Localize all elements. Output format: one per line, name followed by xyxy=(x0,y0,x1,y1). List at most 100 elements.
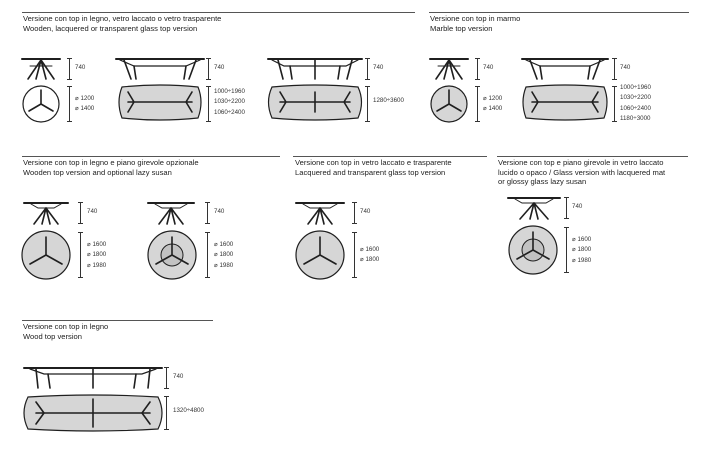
diameter-label: ⌀ 1980 xyxy=(572,256,592,264)
diameter-label: ⌀ 1980 xyxy=(87,261,107,269)
diameter-labels: ⌀ 1200 ⌀ 1400 xyxy=(75,94,94,115)
height-label: 740 xyxy=(214,64,225,71)
height-dimension xyxy=(612,58,617,80)
section-title-en: or glossy glass lazy susan xyxy=(498,177,587,186)
section-title-en: Wooden top version and optional lazy sus… xyxy=(23,167,172,177)
section-title-en: Marble top version xyxy=(430,23,493,33)
height-label: 740 xyxy=(620,64,631,71)
elevation-round-small xyxy=(21,58,61,80)
height-label: 740 xyxy=(483,64,494,71)
elevation-wood-lazy-susan xyxy=(147,202,195,225)
diameter-label: ⌀ 1980 xyxy=(214,261,234,269)
diameter-label: ⌀ 1400 xyxy=(75,105,95,113)
section-title-it: Versione con top e piano girevole in vet… xyxy=(498,158,664,167)
plan-oval-mid xyxy=(118,84,202,121)
plan-wood-round xyxy=(21,230,71,280)
plan-marble-oval xyxy=(522,84,608,121)
section-title: Versione con top in legno e piano girevo… xyxy=(23,158,199,177)
diameter-labels: ⌀ 1600 ⌀ 1800 ⌀ 1980 xyxy=(87,240,106,271)
diameter-label: ⌀ 1800 xyxy=(214,251,234,259)
elevation-oval-mid xyxy=(115,58,205,80)
diameter-labels: ⌀ 1200 ⌀ 1400 xyxy=(483,94,502,115)
section-title-it: Versione con top in vetro laccato e tras… xyxy=(295,158,452,167)
length-labels: 1000÷1960 1030÷2200 1060÷2400 1180÷3000 xyxy=(620,83,651,125)
section-rule xyxy=(429,12,689,13)
diameter-label: ⌀ 1600 xyxy=(87,241,107,248)
length-label: 1030÷2200 xyxy=(214,98,245,106)
diameter-label: ⌀ 1800 xyxy=(572,246,592,254)
diameter-label: ⌀ 1600 xyxy=(360,246,380,253)
length-label: 1060÷2400 xyxy=(620,104,651,112)
length-label: 1280÷3600 xyxy=(373,97,404,104)
size-dimension xyxy=(164,396,169,430)
diameter-label: ⌀ 1800 xyxy=(87,251,107,259)
height-dimension xyxy=(365,58,370,80)
height-label: 740 xyxy=(87,208,98,215)
height-label: 740 xyxy=(572,203,583,210)
plan-round-small xyxy=(22,85,60,123)
plan-glass-lazy-susan xyxy=(508,225,558,275)
diameter-label: ⌀ 1200 xyxy=(75,95,95,102)
diameter-label: ⌀ 1400 xyxy=(483,105,503,113)
size-dimension xyxy=(67,86,72,122)
size-dimension xyxy=(612,86,617,122)
size-dimension xyxy=(475,86,480,122)
section-rule xyxy=(497,156,688,157)
diameter-label: ⌀ 1600 xyxy=(214,241,234,248)
size-dimension xyxy=(78,232,83,278)
plan-wood-lazy-susan xyxy=(147,230,197,280)
section-title: Versione con top in legno Wood top versi… xyxy=(23,322,108,341)
diameter-labels: ⌀ 1600 ⌀ 1800 ⌀ 1980 xyxy=(572,235,591,266)
section-title-it: Versione con top in legno, vetro laccato… xyxy=(23,14,222,23)
elevation-glass-round xyxy=(295,202,345,225)
height-dimension xyxy=(206,58,211,80)
plan-oval-long xyxy=(267,84,363,121)
plan-glass-round xyxy=(295,230,345,280)
height-dimension xyxy=(78,202,83,224)
height-dimension xyxy=(352,202,357,224)
section-title-en: Wood top version xyxy=(23,331,82,341)
length-label: 1000÷1960 xyxy=(620,84,651,91)
length-label: 1000÷1960 xyxy=(214,88,245,95)
height-dimension xyxy=(164,367,169,389)
height-label: 740 xyxy=(75,64,86,71)
section-rule xyxy=(22,12,415,13)
size-dimension xyxy=(564,227,569,273)
elevation-wood-long xyxy=(23,367,163,389)
size-dimension xyxy=(352,232,357,278)
elevation-marble-oval xyxy=(521,58,609,80)
diameter-label: ⌀ 1200 xyxy=(483,95,503,102)
diameter-label: ⌀ 1600 xyxy=(572,236,592,243)
height-label: 740 xyxy=(360,208,371,215)
section-rule xyxy=(293,156,487,157)
section-title-en: Wooden, lacquered or transparent glass t… xyxy=(23,23,198,33)
height-label: 740 xyxy=(373,64,384,71)
section-title-it: Versione con top in legno e piano girevo… xyxy=(23,158,199,167)
section-rule xyxy=(22,320,213,321)
length-label: 1060÷2400 xyxy=(214,108,245,116)
section-rule xyxy=(22,156,280,157)
length-label: 1320÷4800 xyxy=(173,407,204,414)
elevation-marble-round xyxy=(429,58,469,80)
height-label: 740 xyxy=(173,373,184,380)
section-title-it: Versione con top in marmo xyxy=(430,14,521,23)
plan-marble-round xyxy=(430,85,468,123)
diameter-labels: ⌀ 1600 ⌀ 1800 ⌀ 1980 xyxy=(214,240,233,271)
length-labels: 1000÷1960 1030÷2200 1060÷2400 xyxy=(214,87,245,118)
section-title-en: lucido o opaco / Glass version with lacq… xyxy=(498,167,666,177)
length-label: 1030÷2200 xyxy=(620,94,651,102)
diameter-labels: ⌀ 1600 ⌀ 1800 xyxy=(360,245,379,266)
section-title: Versione con top in legno, vetro laccato… xyxy=(23,14,221,33)
height-dimension xyxy=(475,58,480,80)
elevation-glass-lazy-susan xyxy=(507,197,561,220)
length-label: 1180÷3000 xyxy=(620,115,651,123)
height-label: 740 xyxy=(214,208,225,215)
size-dimension xyxy=(365,86,370,122)
height-dimension xyxy=(67,58,72,80)
height-dimension xyxy=(564,197,569,219)
section-title: Versione con top e piano girevole in vet… xyxy=(498,158,688,187)
section-title: Versione con top in vetro laccato e tras… xyxy=(295,158,452,177)
size-dimension xyxy=(206,86,211,122)
diameter-label: ⌀ 1800 xyxy=(360,256,380,264)
height-dimension xyxy=(205,202,210,224)
